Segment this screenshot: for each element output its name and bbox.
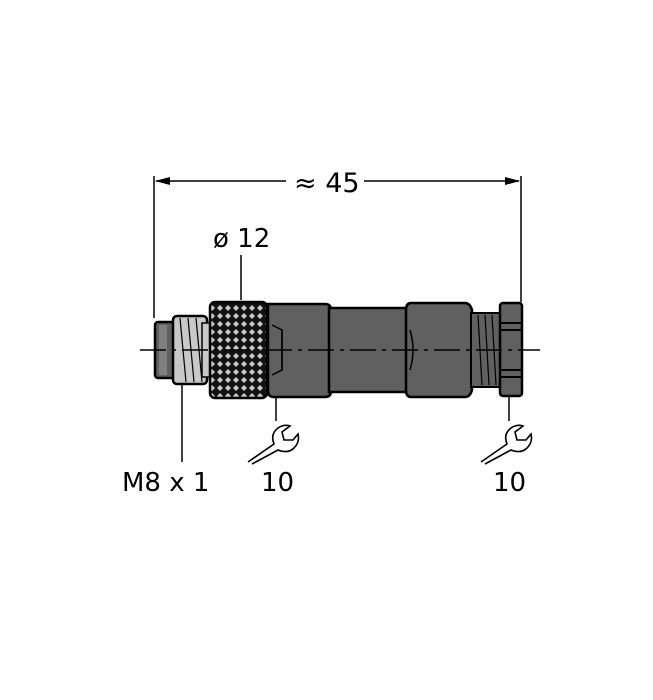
length-dimension: [153, 176, 522, 318]
wrench-icon: [480, 424, 533, 465]
overall-length-label: ≈ 45: [290, 170, 364, 197]
wrench-size-1-label: 10: [261, 468, 295, 498]
diameter-label: ø 12: [213, 224, 271, 254]
wrench-size-2-label: 10: [493, 468, 527, 498]
wrench-icon: [247, 424, 300, 465]
thread-size-label: M8 x 1: [122, 468, 210, 498]
